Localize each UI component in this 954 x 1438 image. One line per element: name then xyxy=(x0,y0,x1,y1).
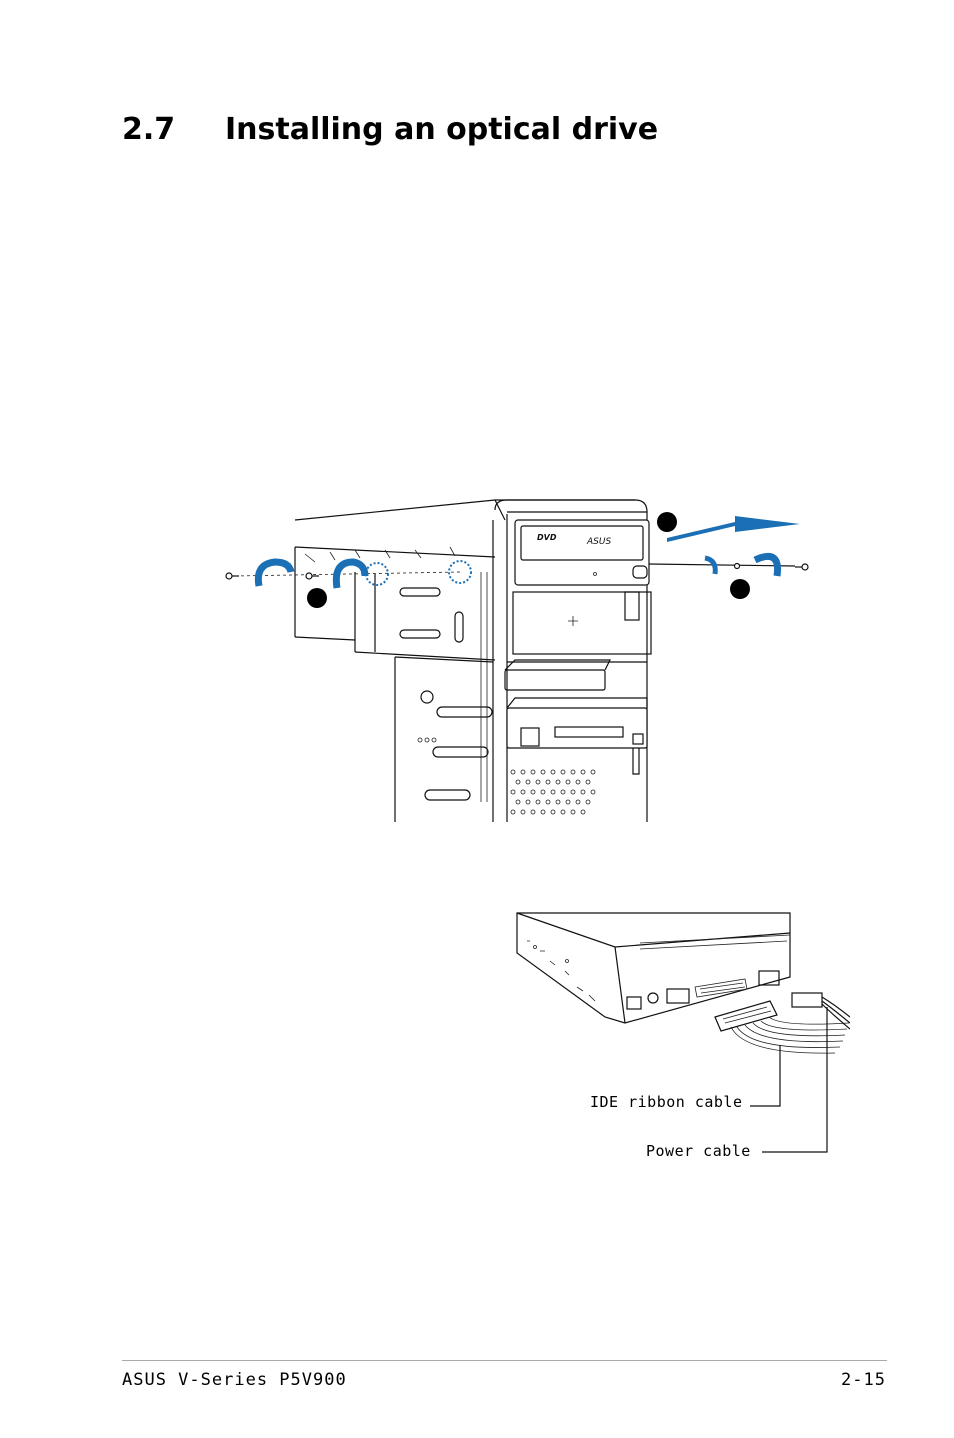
ide-ribbon-cable-label: IDE ribbon cable xyxy=(590,1093,743,1111)
rotate-arrow-icon xyxy=(332,558,369,589)
dvd-badge: DVD xyxy=(537,533,557,542)
rotate-arrow-icon xyxy=(704,555,718,575)
step-2-marker xyxy=(657,512,677,532)
power-cable xyxy=(791,992,850,1030)
section-title: Installing an optical drive xyxy=(225,112,659,147)
section-number: 2.7 xyxy=(122,112,176,147)
power-leader-line xyxy=(762,1007,828,1153)
screw-icon xyxy=(795,563,809,571)
footer-product-name: ASUS V-Series P5V900 xyxy=(122,1370,347,1390)
screw-icon xyxy=(733,562,741,570)
screw-icon xyxy=(305,572,319,580)
ide-ribbon-cable xyxy=(714,1000,850,1054)
footer-divider xyxy=(122,1360,887,1361)
step-3-marker xyxy=(730,579,750,599)
chassis-installation-figure: DVD ASUS xyxy=(225,499,809,822)
rotate-arrow-icon xyxy=(254,558,295,587)
screw-hole-highlight xyxy=(448,560,472,584)
insert-direction-arrow-icon xyxy=(667,516,800,542)
ide-leader-line xyxy=(750,1045,781,1107)
step-1-marker xyxy=(307,588,327,608)
screw-icon xyxy=(225,572,239,580)
drive-cable-figure xyxy=(516,912,850,1153)
ventilation-mesh xyxy=(510,769,596,815)
power-cable-label: Power cable xyxy=(646,1142,751,1160)
drive-brand-logo: ASUS xyxy=(586,537,611,547)
screw-hole-highlight xyxy=(365,562,389,586)
rotate-arrow-icon xyxy=(753,553,782,577)
footer-page-number: 2-15 xyxy=(841,1370,886,1390)
